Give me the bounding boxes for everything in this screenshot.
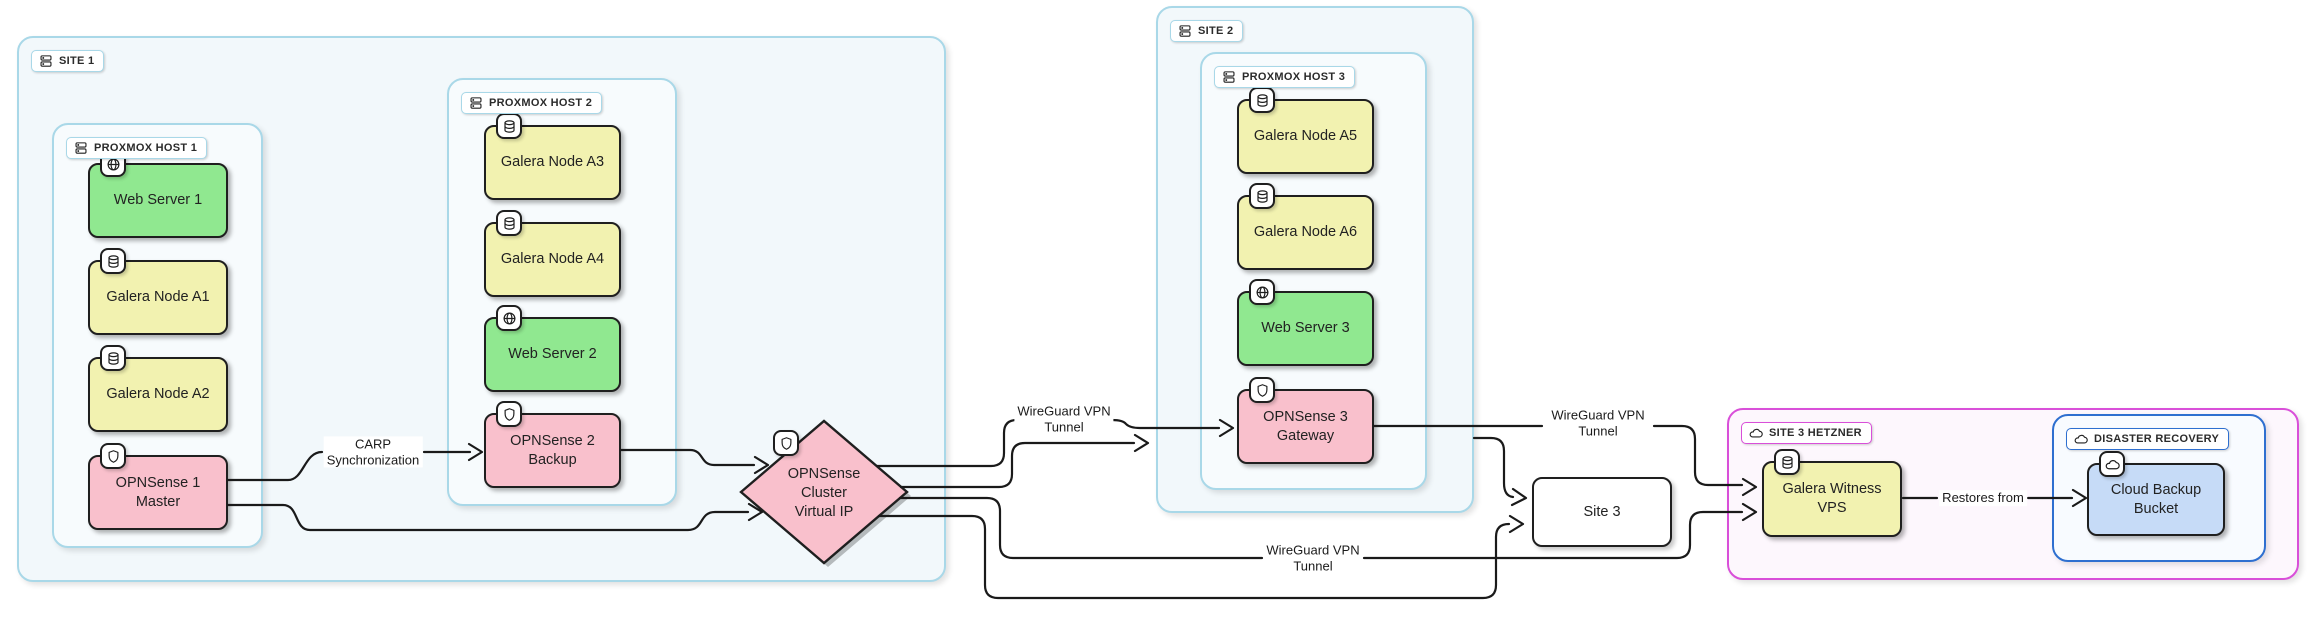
edge-label-wireguard-vpn-tunnel-bottom: WireGuard VPN Tunnel [1263, 542, 1363, 574]
shield-icon [496, 401, 522, 427]
node-label: Web Server 3 [1261, 320, 1350, 337]
proxmox-host-3-label: PROXMOX HOST 3 [1242, 71, 1346, 83]
disaster-recovery-label: DISASTER RECOVERY [2094, 433, 2220, 445]
node-cloud-backup-bucket[interactable]: Cloud Backup Bucket [2087, 451, 2225, 536]
shield-icon [100, 443, 126, 469]
database-icon [1774, 449, 1800, 475]
globe-icon [1249, 279, 1275, 305]
node-site-3[interactable]: Site 3 [1532, 477, 1672, 547]
node-label: Galera Node A4 [500, 251, 605, 268]
database-icon [100, 345, 126, 371]
globe-icon [496, 305, 522, 331]
node-label-line2: VPS [1817, 500, 1847, 516]
cloud-icon [1749, 428, 1763, 438]
edge-label-wireguard-vpn-tunnel-right: WireGuard VPN Tunnel [1548, 407, 1648, 439]
node-galera-node-a4[interactable]: Galera Node A4 [484, 210, 621, 297]
site-3-hetzner-label-badge: SITE 3 HETZNER [1741, 422, 1872, 444]
node-label-line1: OPNSense 1 [115, 474, 201, 491]
proxmox-host-1-label: PROXMOX HOST 1 [94, 142, 198, 154]
shield-icon [1249, 377, 1275, 403]
site-1-label-badge: SITE 1 [31, 50, 105, 72]
node-galera-node-a1[interactable]: Galera Node A1 [88, 248, 228, 335]
site-3-hetzner-label: SITE 3 HETZNER [1769, 427, 1862, 439]
node-label: Galera Node A1 [106, 289, 210, 306]
site-1-label: SITE 1 [59, 55, 95, 67]
node-label: Galera Node A3 [500, 154, 605, 171]
node-label-line1: OPNSense 3 [1263, 408, 1348, 425]
proxmox-host-2-label-badge: PROXMOX HOST 2 [461, 92, 603, 114]
node-galera-node-a2[interactable]: Galera Node A2 [88, 345, 228, 432]
server-icon [75, 142, 87, 154]
node-web-server-2[interactable]: Web Server 2 [484, 305, 621, 392]
database-icon [1249, 183, 1275, 209]
site-2-label: SITE 2 [1198, 25, 1234, 37]
node-label-line1: OPNSense 2 [510, 432, 595, 449]
cloud-icon [2074, 434, 2088, 444]
node-opnsense-3-gateway[interactable]: OPNSense 3 Gateway [1237, 377, 1374, 464]
node-galera-node-a3[interactable]: Galera Node A3 [484, 113, 621, 200]
shield-icon [773, 430, 799, 456]
database-icon [496, 113, 522, 139]
node-label: Site 3 [1583, 503, 1621, 520]
node-label-line2: Master [135, 493, 181, 510]
node-opnsense-1-master[interactable]: OPNSense 1 Master [88, 443, 228, 530]
node-web-server-1[interactable]: Web Server 1 [88, 151, 228, 238]
server-icon [1223, 71, 1235, 83]
database-icon [496, 210, 522, 236]
server-icon [1179, 25, 1191, 37]
node-label-line2: Gateway [1276, 427, 1335, 444]
node-label-line1: Cloud Backup [2110, 481, 2202, 498]
site-2-label-badge: SITE 2 [1170, 20, 1244, 42]
node-label: Galera Node A6 [1253, 224, 1358, 241]
proxmox-host-1-label-badge: PROXMOX HOST 1 [66, 137, 208, 159]
proxmox-host-3-label-badge: PROXMOX HOST 3 [1214, 66, 1356, 88]
edge-vip-to-site3 [877, 514, 1525, 600]
cloud-icon [2099, 451, 2125, 477]
node-web-server-3[interactable]: Web Server 3 [1237, 279, 1374, 366]
node-label-line1: Galera Witness [1782, 481, 1882, 498]
edge-label-restores-from: Restores from [1939, 490, 2027, 506]
node-galera-node-a5[interactable]: Galera Node A5 [1237, 87, 1374, 174]
node-label-line2: Backup [528, 451, 577, 468]
node-galera-node-a6[interactable]: Galera Node A6 [1237, 183, 1374, 270]
server-icon [40, 55, 52, 67]
database-icon [1249, 87, 1275, 113]
node-label-line2: Bucket [2133, 500, 2179, 517]
server-icon [470, 97, 482, 109]
node-label: Galera Node A5 [1253, 128, 1358, 145]
node-label: Web Server 1 [113, 192, 203, 209]
edge-site2-to-site3 [1472, 436, 1528, 507]
disaster-recovery-label-badge: DISASTER RECOVERY [2066, 428, 2230, 450]
node-label: Galera Node A2 [106, 386, 210, 403]
edge-label-carp-synchronization: CARP Synchronization [323, 436, 423, 468]
proxmox-host-2-label: PROXMOX HOST 2 [489, 97, 593, 109]
edge-label-wireguard-vpn-tunnel-top: WireGuard VPN Tunnel [1014, 403, 1114, 435]
node-galera-witness-vps[interactable]: Galera Witness VPS [1762, 449, 1902, 537]
node-opnsense-2-backup[interactable]: OPNSense 2 Backup [484, 401, 621, 488]
database-icon [100, 248, 126, 274]
node-label: Web Server 2 [508, 346, 597, 363]
